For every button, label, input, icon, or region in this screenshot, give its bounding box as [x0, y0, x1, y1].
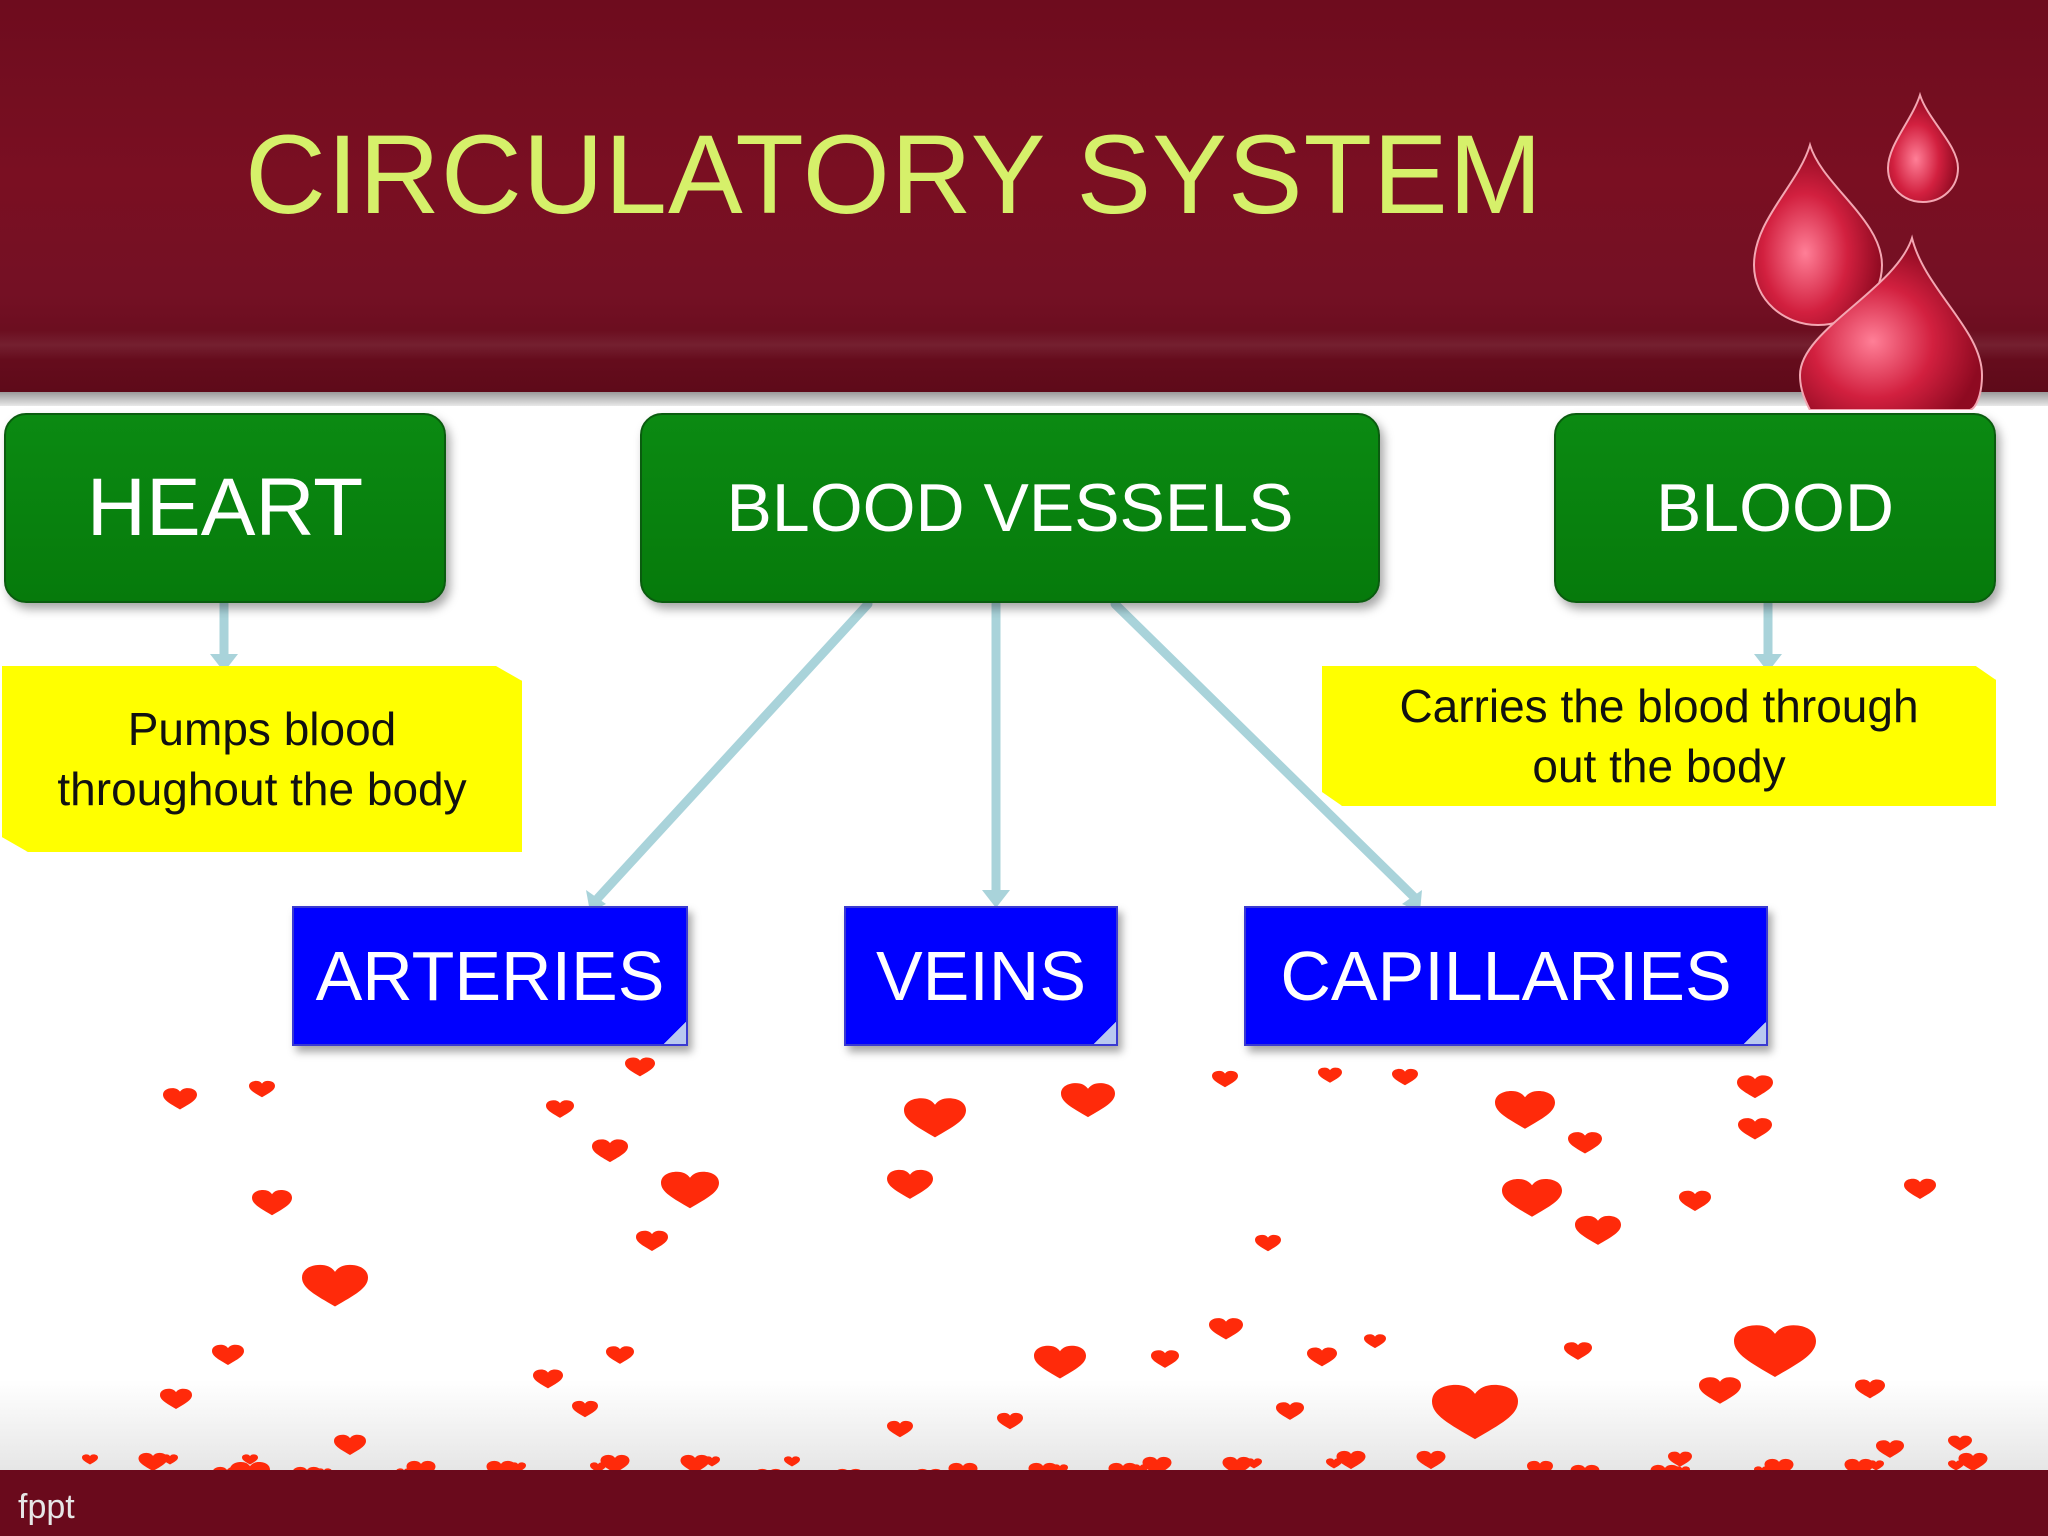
heart-icon: [242, 1454, 258, 1465]
heart-icon: [1495, 1091, 1555, 1129]
blood-box: BLOOD: [1554, 413, 1996, 603]
heart-icon: [606, 1346, 634, 1364]
blood-drop-icon: [1798, 234, 1984, 410]
arteries-box-label: ARTERIES: [315, 937, 665, 1015]
veins-box-label: VEINS: [875, 937, 1087, 1015]
blood-note: Carries the blood through out the body: [1322, 666, 1996, 806]
header-band: [0, 0, 2048, 392]
heart-icon: [1307, 1347, 1337, 1367]
heart-icon: [1416, 1450, 1446, 1470]
connector-vessels-to-arteries: [593, 599, 873, 903]
heart-icon: [1318, 1067, 1342, 1083]
heart-icon: [1737, 1075, 1773, 1099]
heart-icon: [904, 1098, 966, 1138]
blood-note-line: out the body: [1532, 740, 1786, 792]
heart-icon: [334, 1434, 366, 1455]
heart-icon: [997, 1412, 1023, 1430]
heart-icon: [625, 1057, 655, 1077]
heart-icon: [572, 1400, 598, 1418]
heart-icon: [1276, 1402, 1304, 1420]
heart-icon: [252, 1190, 292, 1216]
heart-icon: [1568, 1132, 1602, 1154]
heart-icon: [784, 1456, 800, 1467]
heart-icon: [1034, 1345, 1086, 1379]
heart-note-line: Pumps blood: [127, 703, 397, 755]
blood-drop-icon: [1752, 141, 1884, 327]
heart-icon: [1326, 1458, 1342, 1469]
heart-icon: [887, 1420, 913, 1438]
heart-icon: [1958, 1452, 1988, 1472]
heart-icon: [661, 1171, 719, 1209]
heart-icon: [600, 1454, 630, 1474]
heart-icon: [1209, 1318, 1243, 1340]
heart-icon: [1855, 1379, 1885, 1399]
heart-icon: [1904, 1178, 1936, 1199]
heart-icon: [546, 1100, 574, 1118]
hearts-decoration: [82, 1057, 1988, 1508]
blood-vessels-box: BLOOD VESSELS: [640, 413, 1380, 603]
heart-icon: [592, 1139, 628, 1163]
blood-drops-decoration: [1752, 91, 1984, 410]
heart-icon: [1432, 1384, 1518, 1440]
heart-icon: [1948, 1435, 1972, 1451]
heart-icon: [1668, 1451, 1692, 1467]
heart-icon: [1061, 1083, 1115, 1118]
heart-icon: [138, 1452, 168, 1472]
heart-icon: [1212, 1070, 1238, 1088]
heart-icon: [1502, 1179, 1562, 1217]
capillaries-box: CAPILLARIES: [1244, 906, 1768, 1046]
footer-band: [0, 1470, 2048, 1536]
blood-note-line: Carries the blood through: [1399, 680, 1919, 732]
blood-vessels-box-label: BLOOD VESSELS: [726, 470, 1294, 546]
heart-icon: [533, 1369, 563, 1389]
slide-title: CIRCULATORY SYSTEM: [245, 112, 1544, 237]
header-shine: [0, 330, 2048, 360]
heart-icon: [1738, 1118, 1772, 1140]
heart-icon: [249, 1080, 275, 1098]
heart-icon: [1364, 1334, 1386, 1349]
heart-icon: [1734, 1325, 1816, 1377]
heart-note-line: throughout the body: [57, 763, 467, 815]
heart-icon: [590, 1462, 606, 1473]
blood-box-label: BLOOD: [1655, 470, 1895, 546]
heart-icon: [1392, 1068, 1418, 1086]
heart-icon: [1151, 1350, 1179, 1368]
veins-box: VEINS: [844, 906, 1118, 1046]
heart-icon: [636, 1230, 668, 1251]
heart-box-label: HEART: [86, 462, 364, 553]
heart-icon: [1948, 1460, 1964, 1471]
footer-logo: fppt: [18, 1488, 75, 1526]
heart-icon: [212, 1344, 244, 1365]
heart-icon: [1679, 1190, 1711, 1211]
heart-note: Pumps blood throughout the body: [2, 666, 522, 852]
heart-icon: [887, 1169, 933, 1199]
heart-icon: [1699, 1377, 1741, 1404]
heart-icon: [680, 1454, 710, 1474]
heart-icon: [160, 1388, 192, 1409]
heart-icon: [82, 1454, 98, 1465]
heart-icon: [163, 1088, 197, 1110]
header-rule: [0, 392, 2048, 406]
page-fold-corner: [1744, 1022, 1766, 1044]
blood-drop-icon: [1886, 91, 1960, 204]
heart-icon: [1876, 1440, 1904, 1458]
page-fold-corner: [664, 1022, 686, 1044]
heart-icon: [1575, 1215, 1621, 1245]
heart-icon: [1336, 1450, 1366, 1470]
heart-icon: [1255, 1234, 1281, 1252]
heart-icon: [302, 1264, 368, 1307]
capillaries-box-label: CAPILLARIES: [1280, 937, 1732, 1015]
page-fold-corner: [1094, 1022, 1116, 1044]
arteries-box: ARTERIES: [292, 906, 688, 1046]
heart-box: HEART: [4, 413, 446, 603]
heart-icon: [1564, 1342, 1592, 1360]
